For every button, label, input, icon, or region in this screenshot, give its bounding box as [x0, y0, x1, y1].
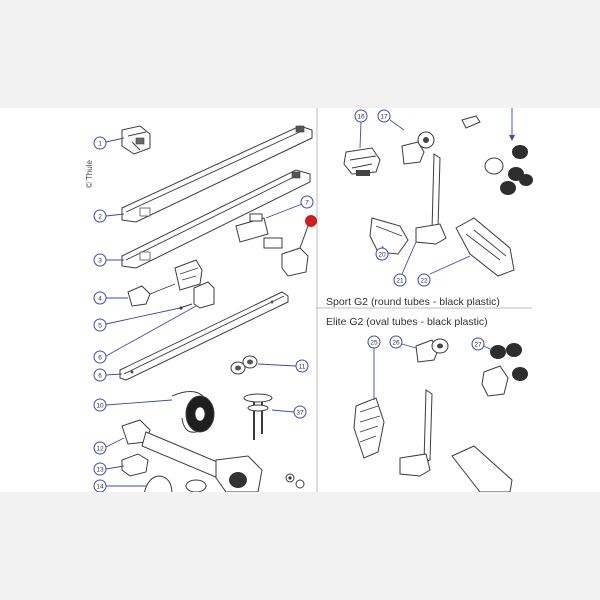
svg-text:16: 16 [357, 114, 365, 121]
sport-g2-label: Sport G2 (round tubes - black plastic) [326, 296, 500, 308]
part-13-knob [121, 453, 149, 477]
part-11-knobs [230, 355, 258, 375]
part-6-bracket [193, 281, 215, 309]
part-7b-bracket [281, 225, 309, 277]
leader-right-top [509, 108, 515, 141]
svg-text:7: 7 [305, 200, 309, 207]
part-16-clamp [343, 147, 381, 176]
svg-text:13: 13 [96, 467, 104, 474]
callout-27: 27 [471, 337, 493, 351]
svg-text:6: 6 [98, 355, 102, 362]
callout-5: 5 [93, 307, 181, 332]
callout-17: 17 [377, 109, 405, 131]
callout-12: 12 [93, 437, 125, 455]
callout-14: 14 [93, 479, 146, 492]
svg-text:10: 10 [96, 403, 104, 410]
svg-text:4: 4 [98, 296, 102, 303]
parts-diagram: © Thule [85, 108, 533, 492]
parts-diagram-sheet: © Thule [0, 108, 600, 492]
part-4-clamp [127, 259, 203, 307]
svg-text:5: 5 [98, 323, 102, 330]
svg-text:1: 1 [98, 141, 102, 148]
part-1-end-cap [121, 125, 151, 155]
elite-arm [399, 389, 513, 492]
svg-text:2: 2 [98, 214, 102, 221]
callout-16: 16 [354, 109, 368, 149]
part-20-holder [369, 217, 409, 255]
svg-text:22: 22 [420, 278, 428, 285]
callout-25: 25 [367, 335, 381, 400]
svg-text:27: 27 [474, 342, 482, 349]
svg-text:6: 6 [98, 373, 102, 380]
copyright-text: © Thule [85, 159, 94, 188]
callout-6a: 6 [93, 305, 197, 364]
elite-g2-label: Elite G2 (oval tubes - black plastic) [326, 316, 488, 328]
knob-cluster-right [484, 145, 533, 195]
callout-13: 13 [93, 462, 125, 476]
highlight-dot [305, 215, 317, 227]
callout-20: 20 [375, 245, 389, 261]
part-12-arm [121, 419, 263, 492]
part-10-strap [171, 391, 215, 433]
part-2-rail [121, 125, 313, 223]
top-margin [0, 0, 600, 108]
part-3-rail [121, 169, 311, 269]
callout-26: 26 [389, 335, 417, 349]
svg-text:11: 11 [299, 364, 306, 371]
svg-text:37: 37 [296, 410, 304, 417]
callout-7: 7 [265, 195, 314, 219]
svg-text:21: 21 [396, 278, 404, 285]
part-5-screw [179, 303, 193, 310]
callout-37: 37 [271, 405, 307, 419]
svg-text:25: 25 [370, 340, 378, 347]
svg-text:17: 17 [380, 114, 388, 121]
part-26-knob [415, 338, 449, 363]
svg-text:3: 3 [98, 258, 102, 265]
part-17-knob [401, 131, 435, 165]
bottom-margin [0, 492, 600, 600]
svg-text:26: 26 [392, 340, 400, 347]
part-27-knobs [481, 343, 528, 397]
part-22-cradle [455, 217, 515, 277]
part-25-cradle [353, 397, 385, 459]
callout-6b: 6 [93, 368, 123, 382]
callout-1: 1 [93, 136, 125, 150]
callout-11: 11 [257, 359, 309, 373]
callout-22: 22 [417, 255, 471, 287]
part-14-dome [144, 475, 173, 492]
callout-4: 4 [93, 291, 128, 305]
part-37-bolts [243, 393, 273, 440]
part-6-angle-bar [119, 291, 289, 381]
part-7-pads [235, 213, 283, 249]
callout-21: 21 [393, 241, 417, 287]
part-21-arm [415, 153, 447, 245]
small-parts [185, 473, 305, 492]
callout-3: 3 [93, 253, 124, 267]
svg-text:12: 12 [96, 446, 104, 453]
svg-text:20: 20 [378, 252, 386, 259]
callout-10: 10 [93, 398, 173, 412]
svg-text:14: 14 [96, 484, 104, 491]
small-tab [461, 115, 481, 129]
callout-2: 2 [93, 209, 125, 223]
